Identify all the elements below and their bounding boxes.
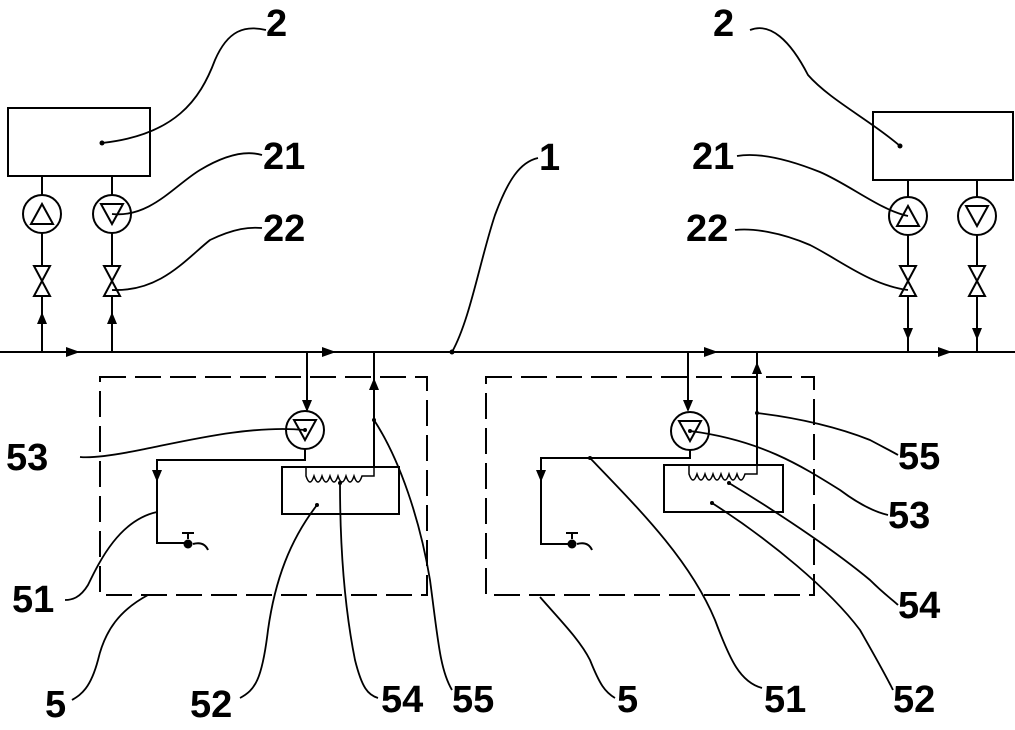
label-tank-unit-left: 52 <box>190 684 232 725</box>
storage-tank-left <box>7 107 151 177</box>
label-valve-right: 22 <box>686 208 728 250</box>
label-pump-left: 21 <box>263 136 305 178</box>
storage-tank-right <box>872 111 1014 181</box>
pump-icon <box>22 194 62 234</box>
unit-boundary-right <box>485 376 815 596</box>
main-pipe <box>0 347 1015 357</box>
supply-station-right <box>872 111 1014 352</box>
valve-icon <box>32 265 52 297</box>
label-valve-left: 22 <box>263 208 305 250</box>
label-return-unit-left: 55 <box>452 679 494 721</box>
reference-labels: 2 2 21 21 22 22 1 53 51 5 52 54 55 55 53… <box>6 3 940 726</box>
label-tank-left: 2 <box>266 3 287 45</box>
consumer-unit-left <box>99 352 428 596</box>
supply-station-left <box>7 107 151 352</box>
label-pump-unit-left: 53 <box>6 437 48 479</box>
label-tank-right: 2 <box>713 3 734 45</box>
heating-coil-icon <box>305 467 375 483</box>
faucet-icon <box>182 532 209 551</box>
label-unit-right: 5 <box>617 679 638 721</box>
label-coil-unit-right: 54 <box>898 585 940 627</box>
consumer-unit-right <box>485 352 815 596</box>
label-coil-unit-left: 54 <box>381 679 423 721</box>
valve-icon <box>967 265 987 297</box>
valve-icon <box>898 265 918 297</box>
label-pump-right: 21 <box>692 136 734 178</box>
label-return-unit-right: 55 <box>898 436 940 478</box>
label-unit-left: 5 <box>45 684 66 725</box>
label-line-unit-right: 51 <box>764 679 806 721</box>
unit-boundary-left <box>99 376 428 596</box>
faucet-icon <box>566 532 593 551</box>
label-pump-unit-right: 53 <box>888 495 930 537</box>
heating-coil-icon <box>688 465 758 481</box>
heat-exchanger-tank-right <box>663 464 784 513</box>
valve-icon <box>102 265 122 297</box>
pump-icon <box>957 196 997 236</box>
label-tank-unit-right: 52 <box>893 679 935 721</box>
leader-lines <box>64 27 909 701</box>
label-main-pipe: 1 <box>539 137 560 179</box>
label-line-unit-left: 51 <box>12 579 54 621</box>
